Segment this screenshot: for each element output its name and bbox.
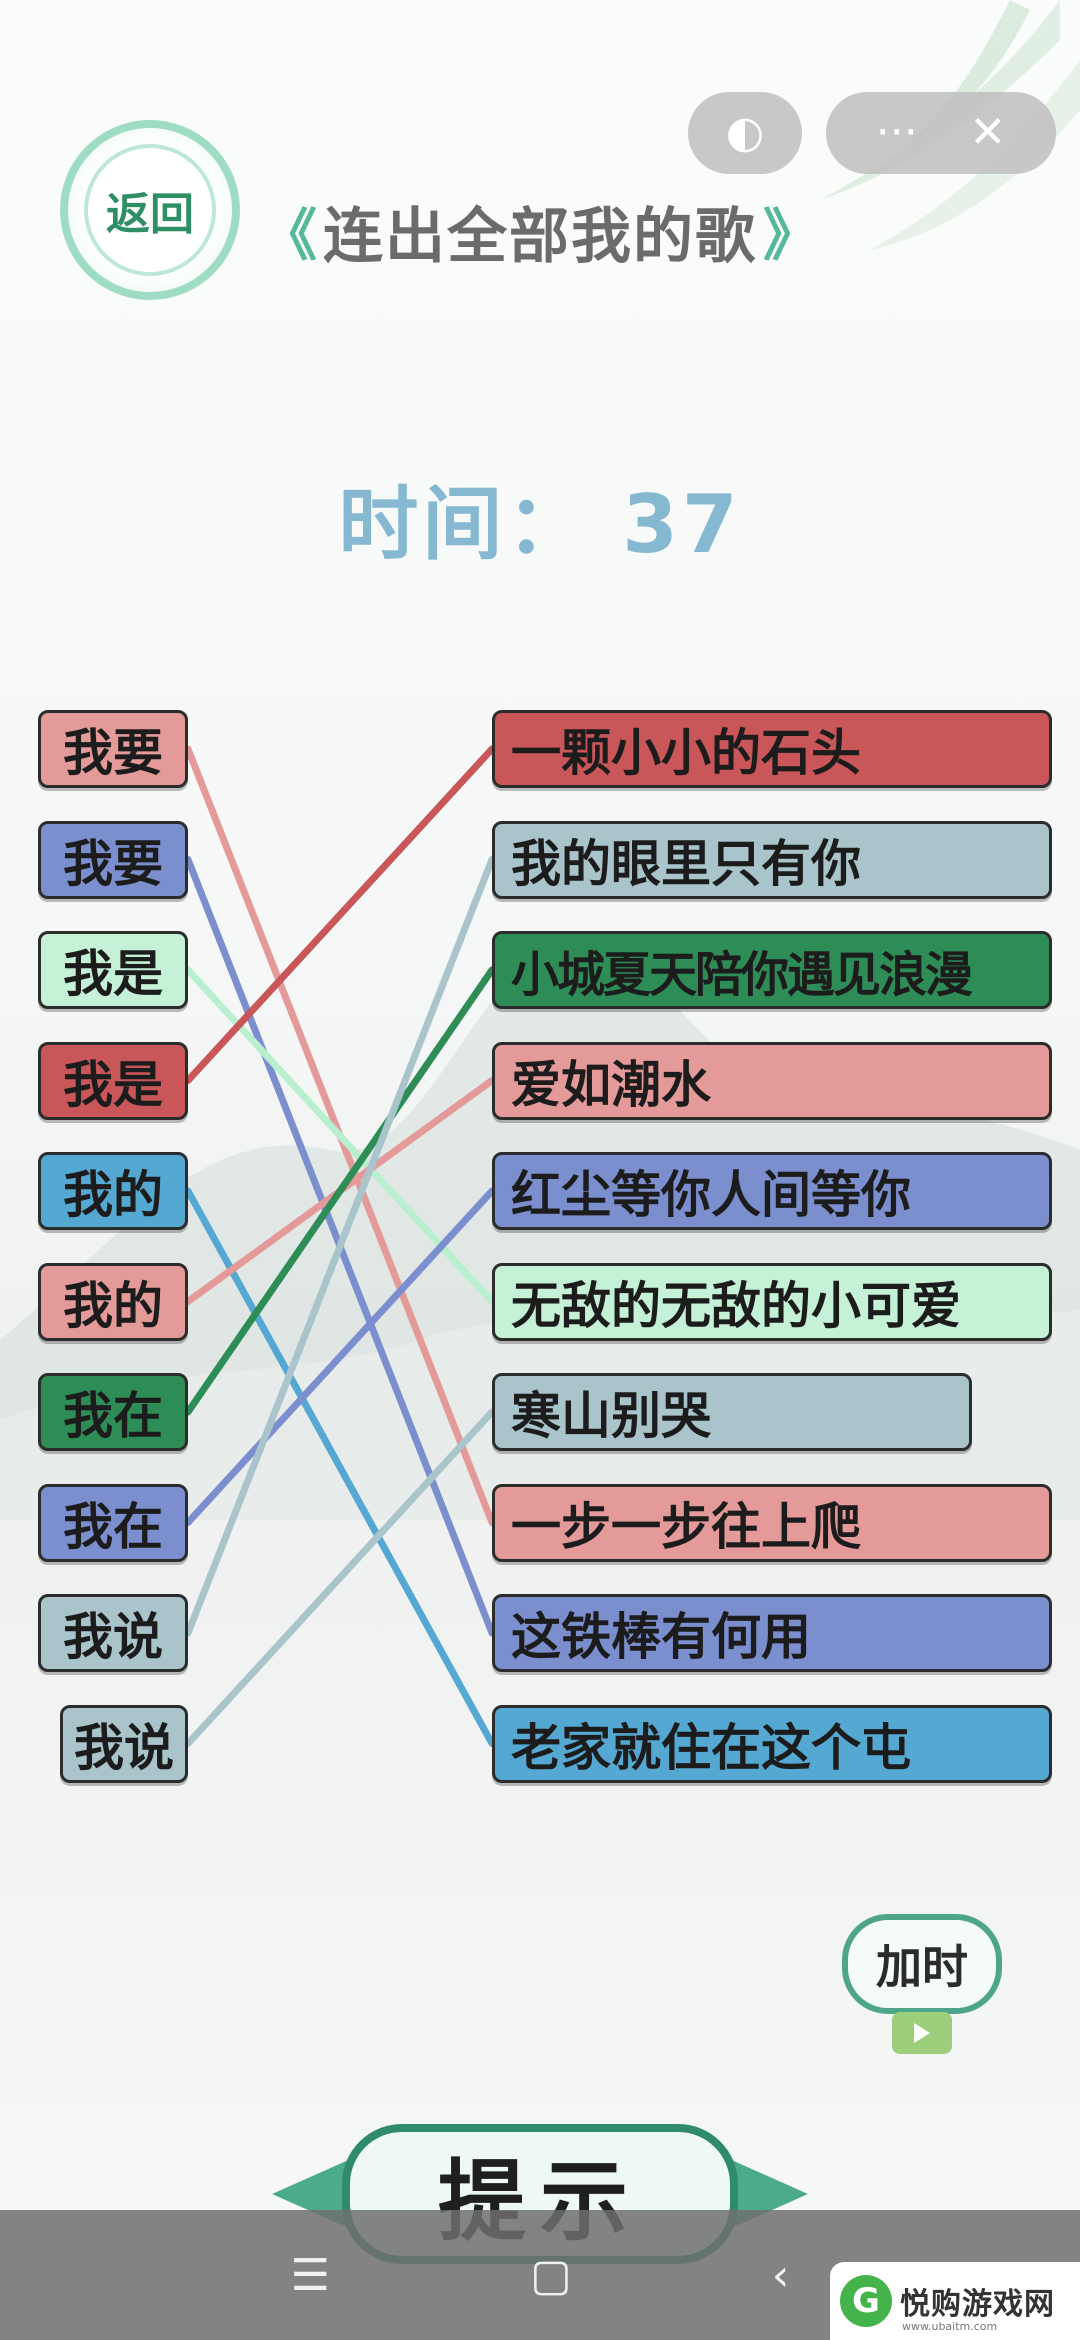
back-arrow-icon[interactable]: ‹ — [771, 2249, 790, 2301]
back-button-ring: 返回 — [84, 144, 216, 276]
left-word-chip[interactable]: 我是 — [38, 1041, 188, 1120]
right-song-chip[interactable]: 这铁棒有何用 — [492, 1594, 1052, 1672]
right-song-chip[interactable]: 一步一步往上爬 — [492, 1483, 1052, 1562]
right-song-chip[interactable]: 我的眼里只有你 — [492, 820, 1052, 899]
right-song-chip[interactable]: 小城夏天陪你遇见浪漫 — [492, 931, 1052, 1009]
add-time-frame: 加时 — [842, 1914, 1002, 2014]
left-word-chip[interactable]: 我在 — [38, 1483, 188, 1562]
right-song-chip[interactable]: 一颗小小的石头 — [492, 710, 1052, 788]
level-title: 《 连出全部我的歌 》 — [250, 186, 830, 276]
add-time-label: 加时 — [876, 1940, 968, 1994]
right-song-chip[interactable]: 红尘等你人间等你 — [492, 1152, 1052, 1230]
mini-program-button[interactable]: ◐ — [688, 92, 802, 174]
back-button[interactable]: 返回 — [60, 120, 240, 300]
left-word-chip[interactable]: 我说 — [38, 1594, 188, 1672]
more-dots-icon[interactable]: ··· — [875, 107, 918, 158]
add-time-button[interactable]: 加时 — [836, 1904, 1012, 2064]
left-word-chip[interactable]: 我是 — [38, 931, 188, 1009]
title-right-bracket-icon: 》 — [763, 203, 819, 269]
mini-program-icon: ◐ — [725, 107, 765, 158]
left-word-chip[interactable]: 我要 — [38, 710, 188, 788]
watermark-text: 悦购游戏网 — [900, 2287, 1055, 2322]
title-left-bracket-icon: 《 — [261, 203, 317, 269]
close-icon[interactable]: ✕ — [969, 107, 1007, 158]
site-watermark: G 悦购游戏网 www.ubaitm.com — [830, 2262, 1080, 2340]
menu-icon[interactable]: ☰ — [290, 2249, 331, 2301]
left-word-chip[interactable]: 我在 — [38, 1373, 188, 1451]
capsule-menu: ··· ✕ — [826, 92, 1056, 174]
video-camera-icon — [892, 2012, 952, 2054]
home-icon[interactable]: ▢ — [530, 2249, 572, 2301]
page-title: 连出全部我的歌 — [323, 201, 757, 272]
watermark-url: www.ubaitm.com — [902, 2320, 998, 2333]
right-song-chip[interactable]: 爱如潮水 — [492, 1041, 1052, 1120]
left-word-chip[interactable]: 我说 — [60, 1704, 188, 1783]
watermark-logo-icon: G — [840, 2275, 892, 2327]
left-word-chip[interactable]: 我要 — [38, 820, 188, 899]
right-song-chip[interactable]: 寒山别哭 — [492, 1373, 972, 1451]
countdown-timer: 时间： 37 — [338, 478, 742, 571]
back-button-label: 返回 — [106, 189, 194, 240]
right-song-chip[interactable]: 老家就住在这个屯 — [492, 1704, 1052, 1783]
right-song-chip[interactable]: 无敌的无敌的小可爱 — [492, 1262, 1052, 1341]
left-word-chip[interactable]: 我的 — [38, 1152, 188, 1230]
left-word-chip[interactable]: 我的 — [38, 1262, 188, 1341]
